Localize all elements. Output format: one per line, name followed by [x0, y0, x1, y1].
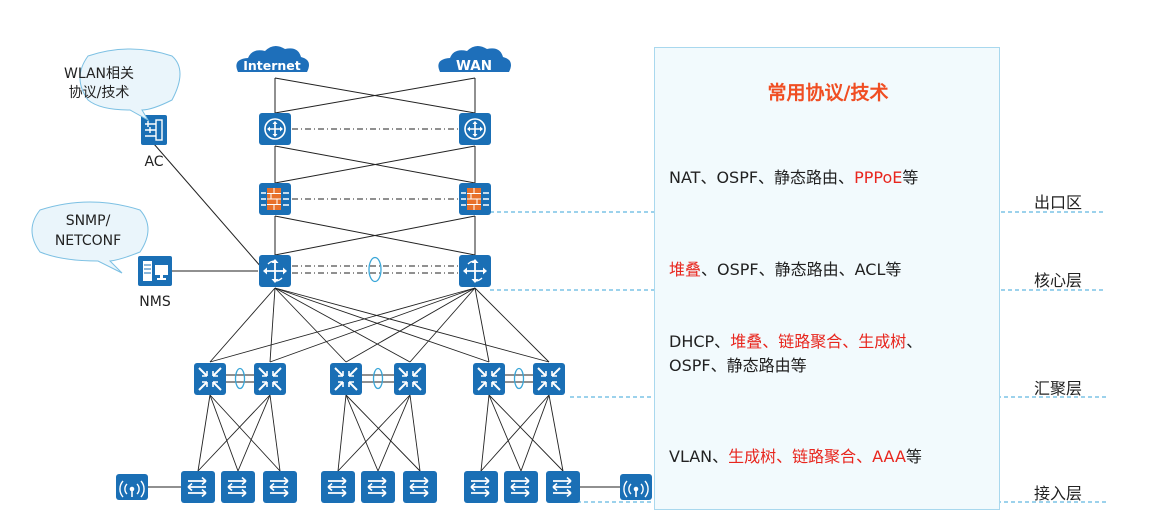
nms-server-icon	[137, 255, 173, 287]
links-core-aggregation	[209, 287, 550, 363]
core-switch-icon	[458, 254, 492, 288]
internet-label: Internet	[243, 58, 301, 73]
snmp-bubble-line2: NETCONF	[55, 233, 121, 249]
highlight-term: 堆叠	[669, 260, 702, 279]
wlan-bubble-line1: WLAN相关	[64, 66, 134, 82]
links-router-firewall	[274, 145, 476, 184]
firewall-icon	[258, 182, 292, 216]
highlight-term: 堆叠、链路聚合、生成树	[730, 332, 907, 351]
access-point-icon	[619, 473, 653, 501]
highlight-term: 生成树、链路聚合、AAA	[728, 447, 906, 466]
highlight-term: PPPoE	[854, 168, 903, 187]
wlan-bubble: WLAN相关 协议/技术	[64, 48, 181, 122]
core-stack-ring	[368, 256, 382, 283]
snmp-bubble-line1: SNMP/	[66, 213, 111, 229]
aggregation-switch-icon	[193, 362, 227, 396]
links-cloud-router	[274, 77, 476, 114]
layer-label-aggregation: 汇聚层	[1034, 379, 1083, 398]
aggregation-switch-icon	[329, 362, 363, 396]
protocol-panel: 常用协议/技术 NAT、OSPF、静态路由、PPPoE等 堆叠、OSPF、静态路…	[654, 47, 1000, 510]
layer-label-core: 核心层	[1034, 271, 1083, 290]
snmp-bubble: SNMP/ NETCONF	[31, 201, 149, 274]
access-switch-icon	[262, 470, 298, 504]
links-firewall-core	[274, 215, 476, 256]
aggregation-protocols-line2: OSPF、静态路由等	[669, 352, 807, 376]
aggregation-switch-icon	[253, 362, 287, 396]
access-point-icon	[115, 473, 149, 501]
ac-label: AC	[144, 154, 163, 170]
links-aggregation-pairs	[226, 374, 533, 383]
wan-label: WAN	[456, 58, 492, 74]
aggregation-switch-icon	[532, 362, 566, 396]
access-switch-icon	[180, 470, 216, 504]
core-switch-icon	[258, 254, 292, 288]
protocol-term: 、OSPF、静态路由、ACL等	[701, 260, 902, 279]
router-icon	[258, 112, 292, 146]
links-peer	[292, 128, 458, 274]
internet-cloud: Internet	[236, 45, 309, 73]
access-switch-icon	[220, 470, 256, 504]
ac-controller-icon	[140, 114, 168, 146]
router-icon	[458, 112, 492, 146]
protocol-term: 等	[905, 447, 922, 466]
access-switch-icon	[463, 470, 499, 504]
access-switch-icon	[320, 470, 356, 504]
access-switch-icon	[360, 470, 396, 504]
access-protocols: VLAN、生成树、链路聚合、AAA等	[669, 443, 922, 467]
aggregation-switch-icon	[472, 362, 506, 396]
links-side	[153, 143, 263, 272]
wan-cloud: WAN	[438, 45, 511, 74]
aggregation-protocols-line1: DHCP、堆叠、链路聚合、生成树、	[669, 328, 922, 352]
panel-title: 常用协议/技术	[767, 82, 889, 104]
protocol-term: 等	[902, 168, 919, 187]
protocol-term: VLAN、	[669, 447, 729, 466]
core-protocols: 堆叠、OSPF、静态路由、ACL等	[669, 256, 901, 280]
wlan-bubble-line2: 协议/技术	[69, 85, 130, 101]
layer-label-egress: 出口区	[1034, 193, 1083, 212]
nms-label: NMS	[139, 294, 171, 310]
firewall-icon	[458, 182, 492, 216]
protocol-term: OSPF、静态路由等	[669, 356, 807, 375]
access-switch-icon	[402, 470, 438, 504]
protocol-term: NAT、OSPF、静态路由、	[669, 168, 855, 187]
aggregation-switch-icon	[393, 362, 427, 396]
access-switch-icon	[503, 470, 539, 504]
egress-protocols: NAT、OSPF、静态路由、PPPoE等	[669, 164, 918, 188]
protocol-term: 、	[906, 332, 923, 351]
protocol-term: DHCP、	[669, 332, 731, 351]
layer-label-access: 接入层	[1034, 484, 1083, 503]
aggregation-stack-rings	[234, 367, 525, 390]
access-switch-icon	[545, 470, 581, 504]
links-aggregation-access	[197, 394, 564, 472]
